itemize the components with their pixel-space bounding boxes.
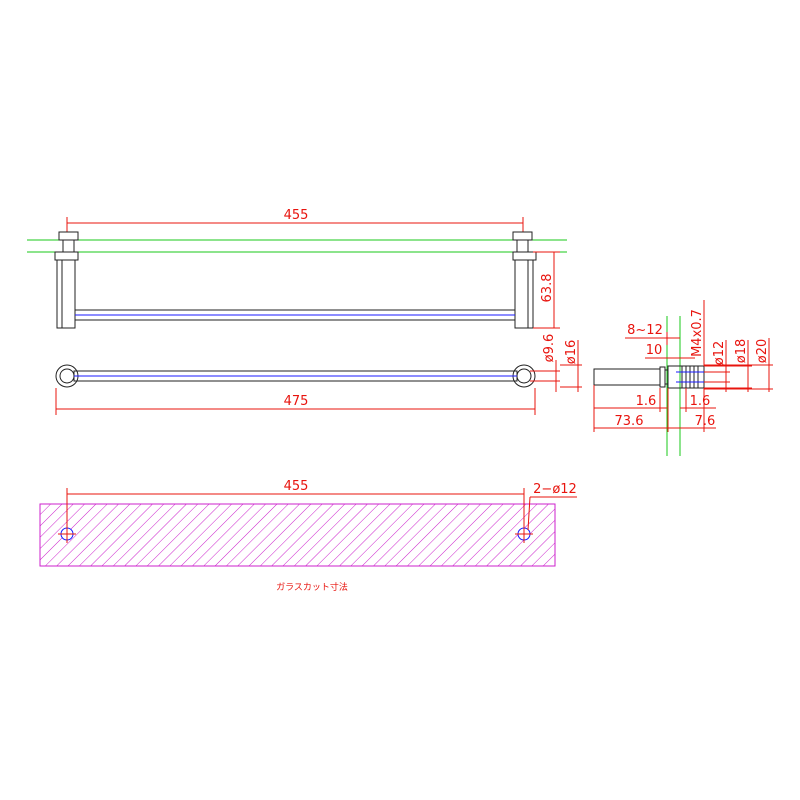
dia-12-label: ø12 xyxy=(712,341,727,366)
dia-20-label: ø20 xyxy=(755,339,770,364)
dia-18-label: ø18 xyxy=(734,339,749,364)
side-detail: 8~12 10 M4x0.7 ø12 ø18 ø20 1.6 1.6 73.6 xyxy=(593,300,773,456)
body-length-label: 73.6 xyxy=(615,414,644,429)
front-height-label: 63.8 xyxy=(540,274,555,303)
holes-label: 2−ø12 xyxy=(533,482,577,497)
glass-cut-view: 455 2−ø12 ガラスカット寸法 xyxy=(39,479,577,593)
glass-panel-hatch xyxy=(40,504,555,566)
left-gap-label: 1.6 xyxy=(636,394,657,409)
right-cap xyxy=(512,231,533,241)
rod-diameter-label: ø9.6 xyxy=(542,334,557,363)
dim-10-label: 10 xyxy=(646,343,663,358)
top-length-label: 475 xyxy=(284,394,309,409)
thread-label: M4x0.7 xyxy=(690,309,705,357)
right-post xyxy=(514,259,534,329)
front-view: 455 63.8 xyxy=(27,208,567,329)
left-cap xyxy=(58,231,79,241)
post-diameter-label: ø16 xyxy=(564,340,579,365)
top-view: 475 ø9.6 ø16 xyxy=(55,334,582,415)
cap-length-label: 7.6 xyxy=(695,414,716,429)
front-width-label: 455 xyxy=(284,208,309,223)
right-gap-label: 1.6 xyxy=(690,394,711,409)
glass-thickness-label: 8~12 xyxy=(627,323,663,338)
cap xyxy=(681,365,705,389)
post-body xyxy=(593,368,661,386)
left-post xyxy=(56,259,76,329)
glass-cut-caption: ガラスカット寸法 xyxy=(276,581,348,593)
hole-spacing-label: 455 xyxy=(284,479,309,494)
